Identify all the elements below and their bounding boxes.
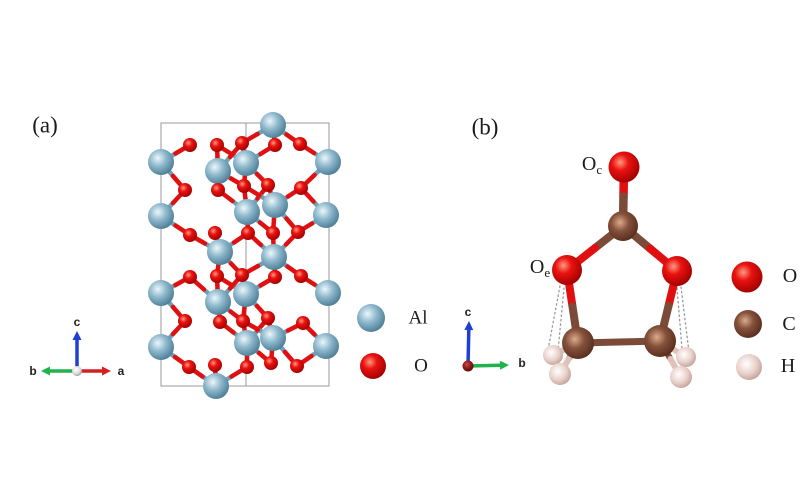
- o-atom: [290, 359, 304, 373]
- axis-a-a-label: a: [117, 364, 125, 378]
- al-atom: [315, 149, 341, 175]
- axis-b-c-arrow-head: [464, 321, 474, 331]
- o-atom: [183, 228, 197, 242]
- al-atom: [207, 239, 233, 265]
- o-atom: [178, 314, 192, 328]
- o-atom: [296, 316, 310, 330]
- axis-a-a-arrow-head: [102, 366, 111, 376]
- al-atom: [260, 112, 286, 138]
- legend-a-o-label: O: [414, 355, 428, 377]
- al-atom: [148, 334, 174, 360]
- al-atom: [234, 199, 260, 225]
- h-atom: [549, 363, 571, 385]
- o-atom: [213, 315, 227, 329]
- al-atom: [313, 202, 339, 228]
- o-atom: [235, 136, 249, 150]
- al-atom: [205, 158, 231, 184]
- legend-b-h-sphere: [736, 354, 762, 380]
- o-atom: [291, 225, 305, 239]
- axis-a-b-arrow-head: [41, 366, 50, 376]
- o-atom: [241, 226, 255, 240]
- hydrogen-contact-dashed: [555, 287, 565, 373]
- al-atom: [262, 192, 288, 218]
- axis-b-b-arrow-head: [499, 360, 509, 370]
- legend-a-al-label: Al: [408, 307, 428, 329]
- o-atom: [240, 360, 254, 374]
- axis-a-b-label: b: [29, 364, 37, 378]
- h-atom: [676, 347, 696, 367]
- al-atom: [260, 325, 286, 351]
- o-atom: [178, 183, 192, 197]
- al-atom: [315, 280, 341, 306]
- o-atom: [662, 256, 692, 286]
- o-atom: [237, 179, 251, 193]
- legend-b-c-label: C: [782, 313, 796, 335]
- al-atom: [234, 330, 260, 356]
- carbonyl-oxygen-label: Oc: [582, 154, 602, 176]
- hydrogen-contact-dashed: [547, 285, 561, 351]
- o-atom: [261, 311, 275, 325]
- al-atom: [203, 373, 229, 399]
- carbonyl-oxygen-label-sub: c: [596, 162, 603, 177]
- o-atom: [210, 138, 224, 152]
- legend-b-h-label: H: [780, 355, 796, 377]
- al-atom: [233, 281, 259, 307]
- unit-cell-box: [160, 122, 330, 387]
- ester-oxygen-label: Oe: [530, 257, 550, 279]
- o-atom: [208, 358, 222, 372]
- axis-b-c-label: c: [464, 305, 472, 319]
- o-atom: [182, 360, 196, 374]
- o-atom: [236, 314, 250, 328]
- o-atom: [183, 138, 197, 152]
- o-atom: [208, 226, 222, 240]
- c-atom: [562, 327, 594, 359]
- legend-b-c-sphere: [734, 310, 762, 338]
- legend-b-o-sphere: [731, 261, 763, 293]
- axis-a-origin: [72, 366, 82, 376]
- ester-oxygen-label-sub: e: [544, 265, 551, 280]
- al-atom: [148, 149, 174, 175]
- al-atom: [205, 289, 231, 315]
- al-atom: [233, 150, 259, 176]
- h-atom: [670, 366, 692, 388]
- al-atom: [148, 203, 174, 229]
- legend-a-o-sphere: [360, 353, 386, 379]
- o-atom: [183, 270, 197, 284]
- o-atom: [294, 269, 308, 283]
- carbonyl-oxygen-label-main: O: [581, 153, 597, 175]
- legend-a-al-sphere: [357, 304, 385, 332]
- o-atom: [608, 151, 640, 183]
- c-atom: [608, 211, 638, 241]
- axis-a-c-label: c: [73, 315, 81, 329]
- hydrogen-contact-dashed: [680, 286, 690, 353]
- al-atom: [148, 280, 174, 306]
- o-atom: [293, 137, 307, 151]
- o-atom: [261, 178, 275, 192]
- o-atom: [268, 270, 282, 284]
- axis-b-b-label: b: [518, 356, 526, 370]
- o-atom: [210, 269, 224, 283]
- axis-b-origin: [462, 360, 474, 372]
- al-atom: [313, 333, 339, 359]
- al-atom: [261, 244, 287, 270]
- o-atom: [264, 356, 278, 370]
- o-atom: [211, 183, 225, 197]
- ester-oxygen-label-main: O: [529, 256, 545, 278]
- o-atom: [268, 138, 282, 152]
- o-atom: [552, 255, 582, 285]
- legend-b-o-label: O: [782, 265, 798, 287]
- hydrogen-contact-dashed: [676, 287, 685, 374]
- axis-b-c-arrow-shaft: [466, 328, 471, 368]
- panel-a-label: (a): [32, 112, 58, 138]
- o-atom: [266, 226, 280, 240]
- axis-a-c-arrow-head: [72, 331, 82, 340]
- h-atom: [543, 345, 563, 365]
- o-atom: [294, 181, 308, 195]
- panel-b-label: (b): [471, 114, 499, 140]
- o-atom: [235, 268, 249, 282]
- c-atom: [644, 325, 676, 357]
